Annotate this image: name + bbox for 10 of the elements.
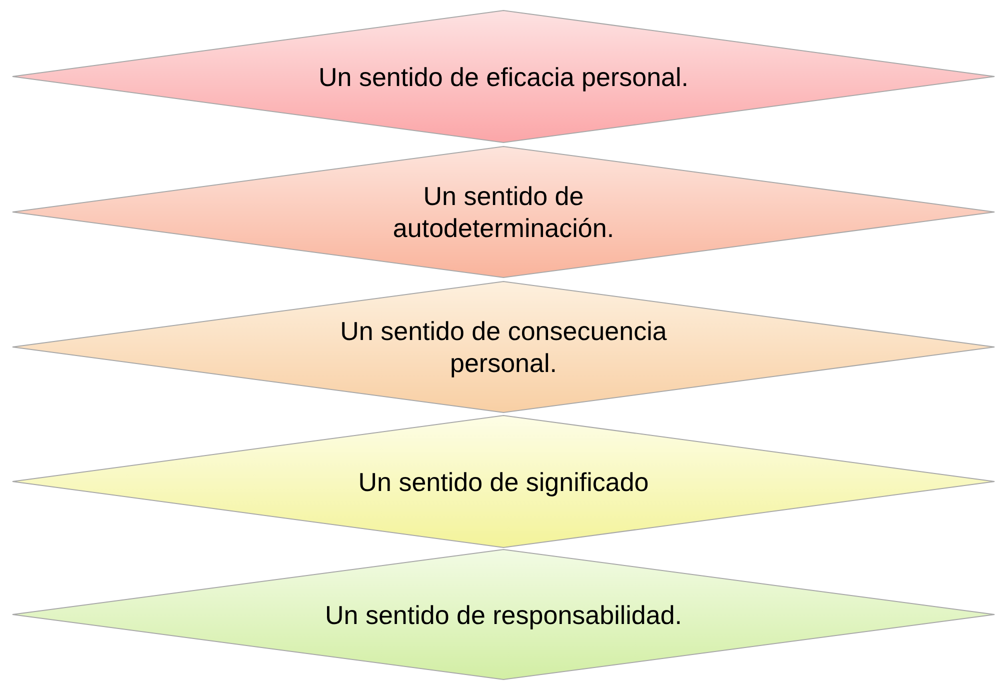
decision-diamond (12, 415, 995, 548)
decision-diamond (12, 10, 995, 143)
diamond-label: Un sentido de autodeterminación. (392, 180, 616, 244)
decision-diamond (12, 281, 995, 413)
decision-diamond (12, 146, 995, 278)
diamond-label: Un sentido de significado (357, 466, 650, 498)
diamond-label: Un sentido de responsabilidad. (324, 598, 684, 630)
decision-diamond (12, 549, 995, 680)
diamond-label: Un sentido de consecuencia personal. (339, 315, 668, 379)
diamond-label: Un sentido de eficacia personal. (317, 60, 690, 92)
